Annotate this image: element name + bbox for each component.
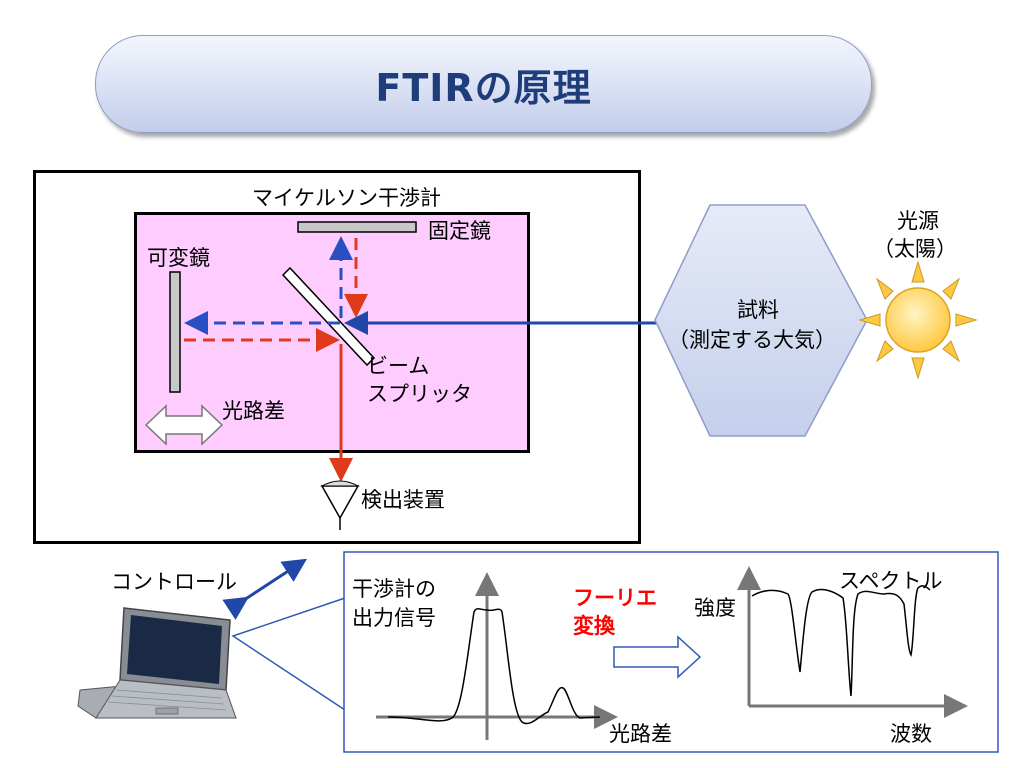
- interferogram-label-line2: 出力信号: [352, 606, 436, 630]
- interferogram-label-line1: 干渉計の: [352, 577, 436, 601]
- detector-icon: [320, 480, 360, 530]
- interferogram-x-label: 光路差: [609, 722, 672, 746]
- spectrum-x-label: 波数: [890, 722, 932, 746]
- beam-splitter: [281, 266, 376, 367]
- interferometer-label: マイケルソン干渉計: [252, 186, 441, 210]
- movable-mirror: [169, 271, 181, 393]
- movable-mirror-label: 可変鏡: [147, 246, 210, 270]
- control-label: コントロール: [111, 570, 237, 594]
- control-arrow: [222, 558, 308, 620]
- detector-label: 検出装置: [361, 488, 445, 512]
- spectrum-y-label: 強度: [694, 596, 736, 620]
- spectrum-title: スペクトル: [839, 569, 943, 593]
- interferometer-outer-frame: [33, 170, 641, 544]
- page-title: FTIRの原理: [375, 65, 592, 110]
- light-source-description: （太陽）: [873, 237, 957, 261]
- title-banner: FTIRの原理: [95, 35, 872, 133]
- sample-hexagon: [654, 204, 868, 437]
- fourier-transform-label-line1: フーリエ: [573, 586, 657, 610]
- path-difference-label: 光路差: [222, 399, 285, 423]
- sun-icon: [858, 260, 978, 380]
- sample-label: 試料: [737, 298, 779, 322]
- fixed-mirror-label: 固定鏡: [428, 219, 491, 243]
- light-source-label: 光源: [897, 209, 939, 233]
- beam-splitter-label-line2: スプリッタ: [367, 382, 472, 406]
- sample-description: （測定する大気）: [668, 328, 836, 352]
- laptop-icon: [77, 607, 237, 719]
- fourier-transform-label-line2: 変換: [573, 614, 615, 638]
- spectrum-curve: [751, 585, 931, 697]
- interferogram-curve: [387, 607, 601, 725]
- fixed-mirror: [297, 221, 417, 233]
- path-difference-arrow: [144, 404, 224, 446]
- callout-lines: [231, 597, 346, 711]
- fourier-arrow: [613, 635, 702, 679]
- beam-splitter-label-line1: ビーム: [367, 354, 430, 378]
